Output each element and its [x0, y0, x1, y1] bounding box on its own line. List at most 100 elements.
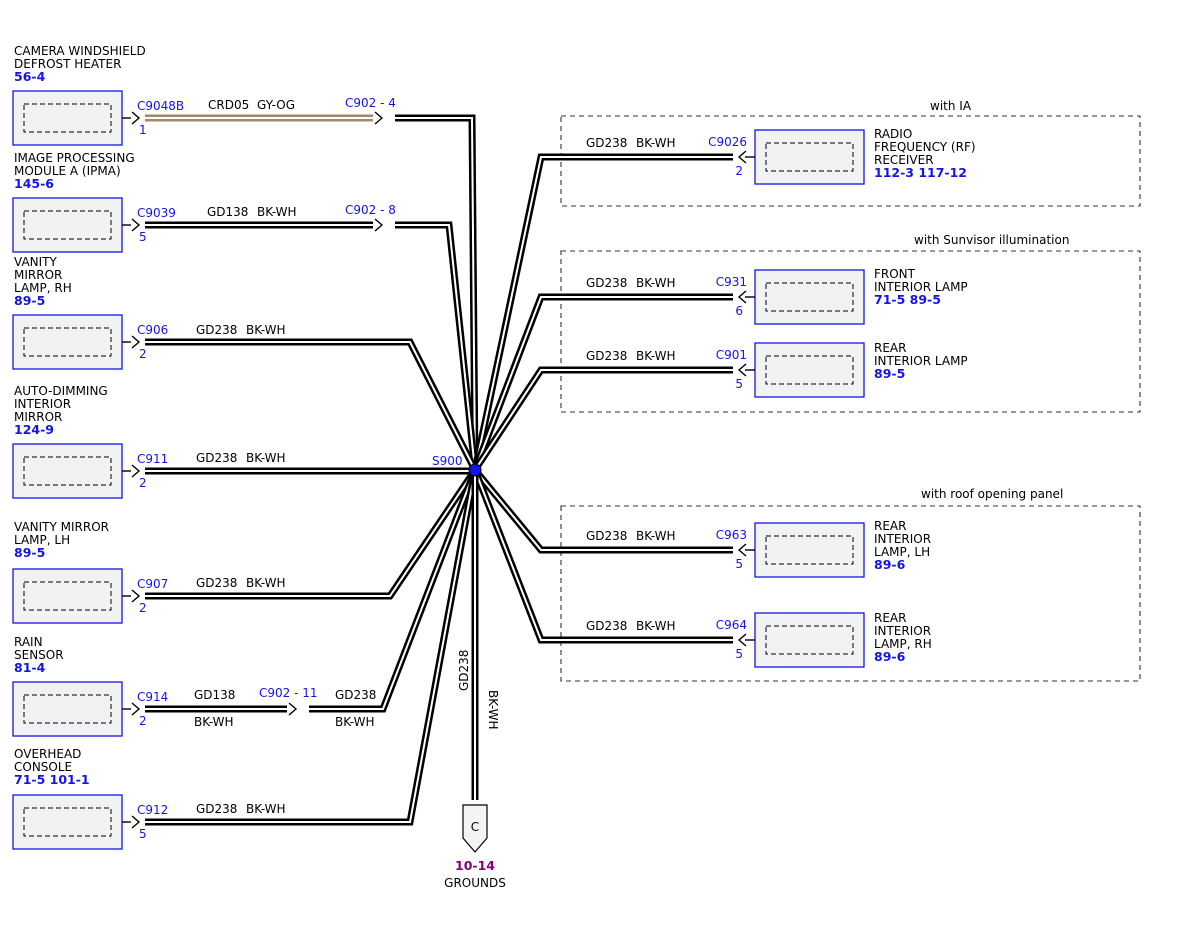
- left-comp-6-arrow: [131, 702, 141, 716]
- right-comp-3-wire-label: GD238: [586, 349, 627, 363]
- right-comp-3: [754, 342, 865, 398]
- left-comp-4-connector: C911: [137, 452, 168, 466]
- left-comp-7-connector: C912: [137, 803, 168, 817]
- wire-c902-11-to-s900-core: [309, 469, 476, 710]
- left-comp-1-arrow: [131, 111, 141, 125]
- right-comp-4-arrow: [737, 543, 747, 557]
- left-comp-1-body: [12, 90, 123, 146]
- right-comp-4-name-line-1: REAR: [874, 519, 906, 533]
- left-comp-3: [12, 314, 123, 370]
- right-comp-2-wire-label: GD238: [586, 276, 627, 290]
- right-comp-3-wire-color: BK-WH: [636, 349, 676, 363]
- left-comp-6-pin: 2: [139, 714, 147, 728]
- left-comp-5-pin: 2: [139, 601, 147, 615]
- wire-color-gd238-rain: BK-WH: [335, 715, 375, 729]
- right-comp-3-pin: 5: [735, 377, 743, 391]
- right-comp-1-pin: 2: [735, 164, 743, 178]
- wire-color-c912: BK-WH: [246, 802, 286, 816]
- right-comp-5-name-line-1: REAR: [874, 611, 906, 625]
- left-comp-2-body: [12, 197, 123, 253]
- right-comp-1-wire-outer: [471, 153, 733, 471]
- right-comp-5-wire: [471, 468, 733, 644]
- right-comp-2-pin: 6: [735, 304, 743, 318]
- right-comp-4-body: [754, 522, 865, 578]
- wire-label-c912: GD238: [196, 802, 237, 816]
- left-comp-2-ref: 145-6: [14, 176, 54, 191]
- left-comp-2: [12, 197, 123, 253]
- right-comp-5-wire-label: GD238: [586, 619, 627, 633]
- option-group-1-title: with IA: [930, 99, 972, 113]
- left-comp-2-connector: C9039: [137, 206, 176, 220]
- option-group-3-border: [560, 505, 1141, 682]
- left-comp-4-pin: 2: [139, 476, 147, 490]
- right-comp-2-name-line-2: INTERIOR LAMP: [874, 280, 968, 294]
- wire-label-c911: GD238: [196, 451, 237, 465]
- left-comp-7-ref: 71-5 101-1: [14, 772, 90, 787]
- right-comp-1-ref: 112-3 117-12: [874, 165, 967, 180]
- left-comp-1-pin: 1: [139, 123, 147, 137]
- ground-connector-symbol: [462, 804, 488, 853]
- left-comp-7-pin: 5: [139, 827, 147, 841]
- wire-label-gd138-rain: GD138: [194, 688, 235, 702]
- left-comp-3-name-line-3: LAMP, RH: [14, 281, 72, 295]
- right-comp-1-arrow: [737, 150, 747, 164]
- right-comp-3-name-line-2: INTERIOR LAMP: [874, 354, 968, 368]
- right-comp-4-connector: C963: [716, 528, 747, 542]
- left-comp-5-ref: 89-5: [14, 545, 45, 560]
- left-comp-3-name-line-2: MIRROR: [14, 268, 62, 282]
- ground-ref: 10-14: [455, 858, 495, 873]
- left-comp-2-pin: 5: [139, 230, 147, 244]
- left-comp-4-inner: [23, 456, 112, 486]
- right-comp-4-wire-core: [474, 469, 733, 551]
- right-comp-5-connector: C964: [716, 618, 747, 632]
- right-comp-3-ref: 89-5: [874, 366, 905, 381]
- right-comp-5-pin: 5: [735, 647, 743, 661]
- left-comp-6-name-line-1: RAIN: [14, 635, 43, 649]
- inline-c902-11-arrow: [288, 702, 298, 716]
- right-comp-5-body: [754, 612, 865, 668]
- wire-color-c907: BK-WH: [246, 576, 286, 590]
- left-comp-6: [12, 681, 123, 737]
- splice-s900-label: S900: [432, 454, 463, 468]
- left-comp-7-name-line-1: OVERHEAD: [14, 747, 81, 761]
- splice-s900: [468, 463, 482, 477]
- right-comp-1-inner: [765, 142, 854, 172]
- left-comp-7-body: [12, 794, 123, 850]
- left-comp-1-name-line-1: CAMERA WINDSHIELD: [14, 44, 146, 58]
- wire-c902-8-to-s900-core: [395, 224, 476, 471]
- right-comp-4-wire-label: GD238: [586, 529, 627, 543]
- wire-label-c906: GD238: [196, 323, 237, 337]
- left-comp-6-ref: 81-4: [14, 660, 46, 675]
- left-comp-4: [12, 443, 123, 499]
- left-comp-5-inner: [23, 581, 112, 611]
- left-comp-7-inner: [23, 807, 112, 837]
- wire-c912-core: [145, 469, 476, 823]
- ground-symbol-label: C: [471, 820, 479, 834]
- wire-label-crd05: CRD05: [208, 98, 249, 112]
- right-comp-4-ref: 89-6: [874, 557, 906, 572]
- left-comp-4-ref: 124-9: [14, 422, 54, 437]
- right-comp-4: [754, 522, 865, 578]
- wire-color-gd138-ipma: BK-WH: [257, 205, 297, 219]
- right-comp-1: [754, 129, 865, 185]
- wire-c907-outer: [145, 468, 478, 600]
- left-comp-3-connector: C906: [137, 323, 168, 337]
- left-comp-7-arrow: [131, 815, 141, 829]
- left-comp-2-arrow: [131, 218, 141, 232]
- wire-c912-outer: [145, 469, 479, 826]
- right-comp-3-connector: C901: [716, 348, 747, 362]
- right-comp-4-pin: 5: [735, 557, 743, 571]
- left-comp-3-inner: [23, 327, 112, 357]
- ground-wire-color: BK-WH: [486, 690, 500, 730]
- left-comp-3-arrow: [131, 335, 141, 349]
- inline-c902-4-arrow: [374, 111, 384, 125]
- right-comp-4-name-line-2: INTERIOR: [874, 532, 931, 546]
- left-comp-4-arrow: [131, 464, 141, 478]
- wire-c902-11-to-s900: [309, 468, 479, 713]
- left-comp-2-name-line-2: MODULE A (IPMA): [14, 164, 121, 178]
- wire-color-c911: BK-WH: [246, 451, 286, 465]
- right-comp-1-name-line-2: FREQUENCY (RF): [874, 140, 976, 154]
- left-comp-3-ref: 89-5: [14, 293, 45, 308]
- ground-wire-label: GD238: [457, 650, 471, 691]
- option-group-2-title: with Sunvisor illumination: [914, 233, 1069, 247]
